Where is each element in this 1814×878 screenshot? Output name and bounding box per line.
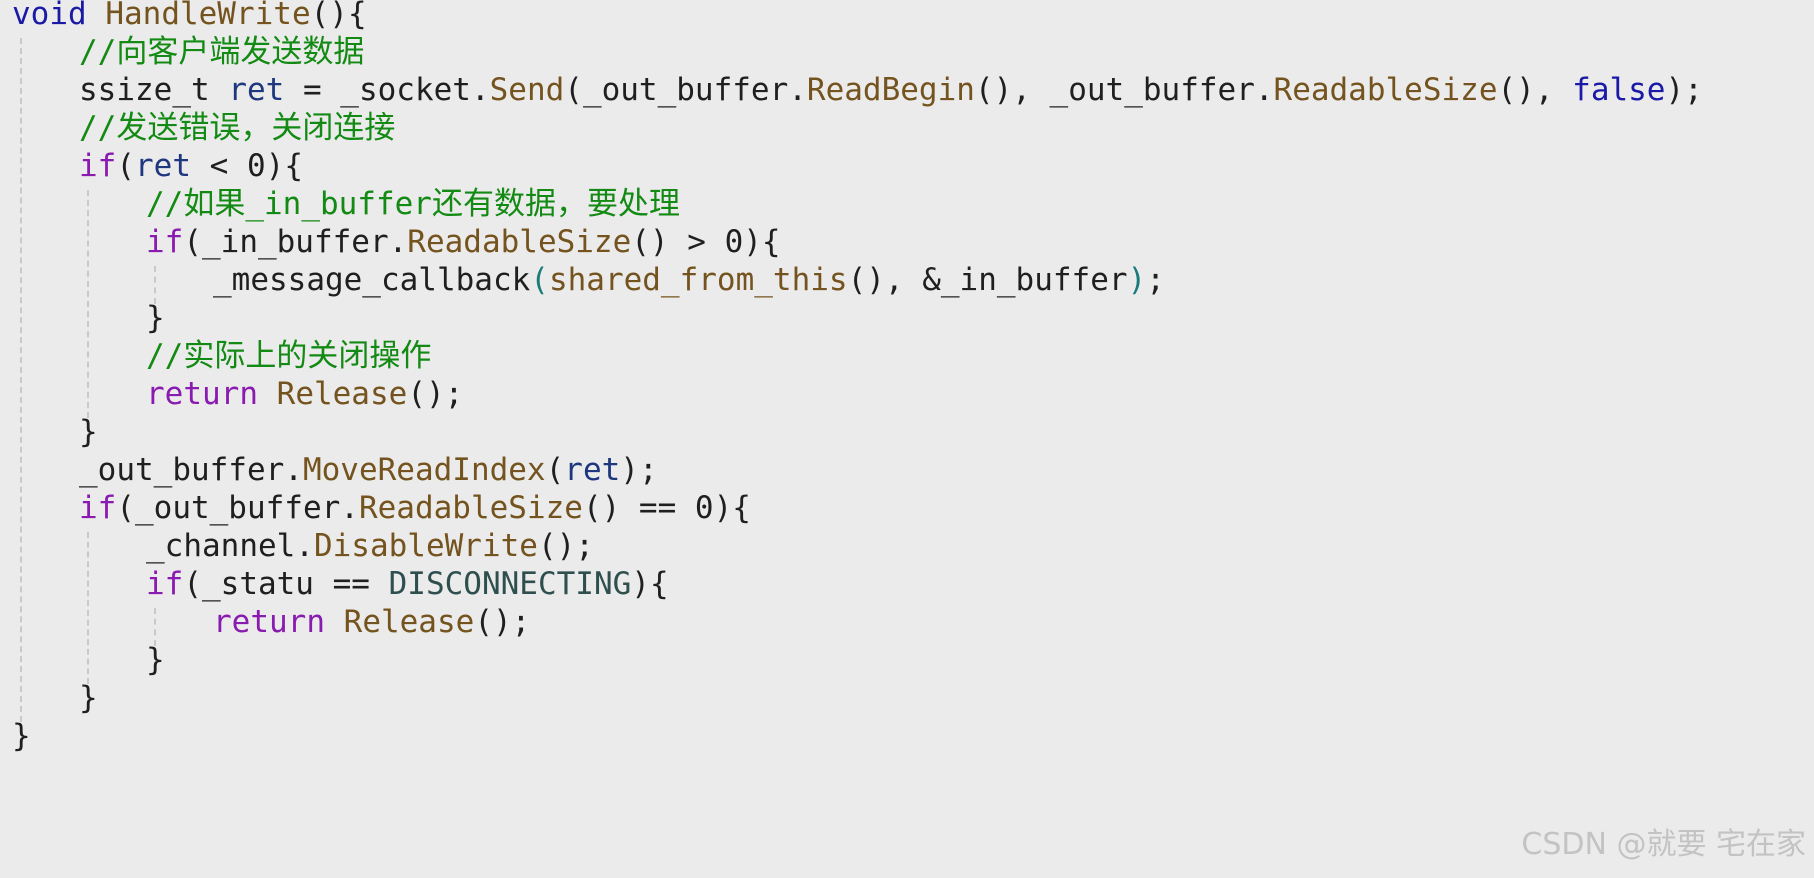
csdn-watermark: CSDN @就要 宅在家 bbox=[1521, 827, 1806, 862]
code-line: _out_buffer.MoveReadIndex(ret); bbox=[79, 448, 658, 492]
indent-guide bbox=[154, 608, 156, 646]
code-token-comment: //向客户端发送数据 bbox=[79, 34, 365, 70]
code-line: } bbox=[12, 714, 31, 758]
code-token-comment: //如果_in_buffer还有数据，要处理 bbox=[146, 186, 680, 222]
code-token-plain bbox=[325, 604, 344, 640]
code-token-paren: ( bbox=[530, 262, 549, 298]
code-token-plain: (), _out_buffer. bbox=[974, 72, 1274, 108]
code-token-control: if bbox=[79, 490, 117, 526]
code-token-func: HandleWrite bbox=[105, 0, 311, 32]
code-line: void HandleWrite(){ bbox=[12, 0, 367, 36]
code-token-func: Release bbox=[343, 604, 475, 640]
code-token-plain: (), bbox=[1497, 72, 1573, 108]
code-token-plain: _out_buffer. bbox=[79, 452, 303, 488]
code-token-plain: (_out_buffer. bbox=[116, 490, 359, 526]
code-token-plain: ; bbox=[1146, 262, 1165, 298]
code-token-func: ReadBegin bbox=[806, 72, 975, 108]
code-token-func: MoveReadIndex bbox=[302, 452, 546, 488]
code-token-var: ret bbox=[228, 72, 285, 108]
code-line: return Release(); bbox=[146, 372, 463, 416]
code-token-plain: (), &_in_buffer bbox=[847, 262, 1128, 298]
code-token-plain: (_in_buffer. bbox=[183, 224, 408, 260]
indent-guide bbox=[20, 38, 22, 722]
code-token-plain: ); bbox=[1665, 72, 1703, 108]
code-token-plain: (); bbox=[407, 376, 464, 412]
code-token-plain: _message_callback bbox=[213, 262, 531, 298]
code-token-plain bbox=[87, 0, 106, 32]
code-line: ssize_t ret = _socket.Send(_out_buffer.R… bbox=[79, 68, 1703, 112]
indent-guide bbox=[87, 190, 89, 418]
code-token-plain: } bbox=[12, 718, 31, 754]
code-line: //如果_in_buffer还有数据，要处理 bbox=[146, 182, 680, 226]
code-token-keyword: void bbox=[12, 0, 87, 32]
code-line: } bbox=[79, 676, 98, 720]
code-token-comment: //实际上的关闭操作 bbox=[146, 338, 432, 374]
code-token-control: if bbox=[79, 148, 117, 184]
code-token-func: DisableWrite bbox=[313, 528, 538, 564]
code-line: } bbox=[146, 296, 165, 340]
code-token-plain: () > 0){ bbox=[631, 224, 781, 260]
code-token-const: DISCONNECTING bbox=[388, 566, 632, 602]
code-line: if(_out_buffer.ReadableSize() == 0){ bbox=[79, 486, 751, 530]
code-line: if(_statu == DISCONNECTING){ bbox=[146, 562, 669, 606]
code-line: if(_in_buffer.ReadableSize() > 0){ bbox=[146, 220, 781, 264]
code-token-func: shared_from_this bbox=[548, 262, 848, 298]
code-line: //发送错误，关闭连接 bbox=[79, 106, 395, 150]
code-token-plain: (); bbox=[474, 604, 531, 640]
code-token-plain: ); bbox=[620, 452, 658, 488]
code-token-control: if bbox=[146, 224, 184, 260]
code-line: //向客户端发送数据 bbox=[79, 30, 364, 74]
code-token-plain: } bbox=[146, 300, 165, 336]
code-token-func: Send bbox=[489, 72, 565, 108]
code-token-paren: ) bbox=[1127, 262, 1147, 298]
code-token-plain: (_statu == bbox=[183, 566, 389, 602]
code-token-plain: ){ bbox=[631, 566, 669, 602]
code-token-plain bbox=[258, 376, 277, 412]
code-token-plain: () == 0){ bbox=[582, 490, 751, 526]
code-token-plain: = _socket. bbox=[284, 72, 490, 108]
code-line: _message_callback(shared_from_this(), &_… bbox=[213, 258, 1165, 302]
code-token-plain: < 0){ bbox=[191, 148, 303, 184]
code-token-control: return bbox=[213, 604, 325, 640]
code-token-plain: _channel. bbox=[146, 528, 314, 564]
code-token-plain: } bbox=[79, 414, 98, 450]
code-line: return Release(); bbox=[213, 600, 530, 644]
code-token-plain: (_out_buffer. bbox=[564, 72, 807, 108]
indent-guide bbox=[154, 266, 156, 304]
code-line: if(ret < 0){ bbox=[79, 144, 303, 188]
code-token-func: ReadableSize bbox=[358, 490, 583, 526]
code-line: } bbox=[79, 410, 98, 454]
code-token-control: if bbox=[146, 566, 184, 602]
code-token-var: ret bbox=[564, 452, 621, 488]
code-token-plain: ( bbox=[116, 148, 135, 184]
code-line: } bbox=[146, 638, 165, 682]
code-token-func: ReadableSize bbox=[407, 224, 632, 260]
indent-guide bbox=[87, 532, 89, 684]
code-token-func: ReadableSize bbox=[1273, 72, 1498, 108]
code-line: //实际上的关闭操作 bbox=[146, 334, 431, 378]
code-token-keyword: false bbox=[1572, 72, 1666, 108]
code-token-control: return bbox=[146, 376, 258, 412]
code-line: _channel.DisableWrite(); bbox=[146, 524, 594, 568]
code-token-plain: ( bbox=[545, 452, 565, 488]
code-token-func: Release bbox=[276, 376, 408, 412]
code-token-plain: (); bbox=[537, 528, 594, 564]
code-token-var: ret bbox=[135, 148, 191, 184]
code-token-plain: } bbox=[79, 680, 98, 716]
code-token-comment: //发送错误，关闭连接 bbox=[79, 110, 396, 146]
code-token-plain: ssize_t bbox=[79, 72, 229, 108]
code-token-plain: (){ bbox=[310, 0, 367, 32]
code-token-plain: } bbox=[146, 642, 165, 678]
